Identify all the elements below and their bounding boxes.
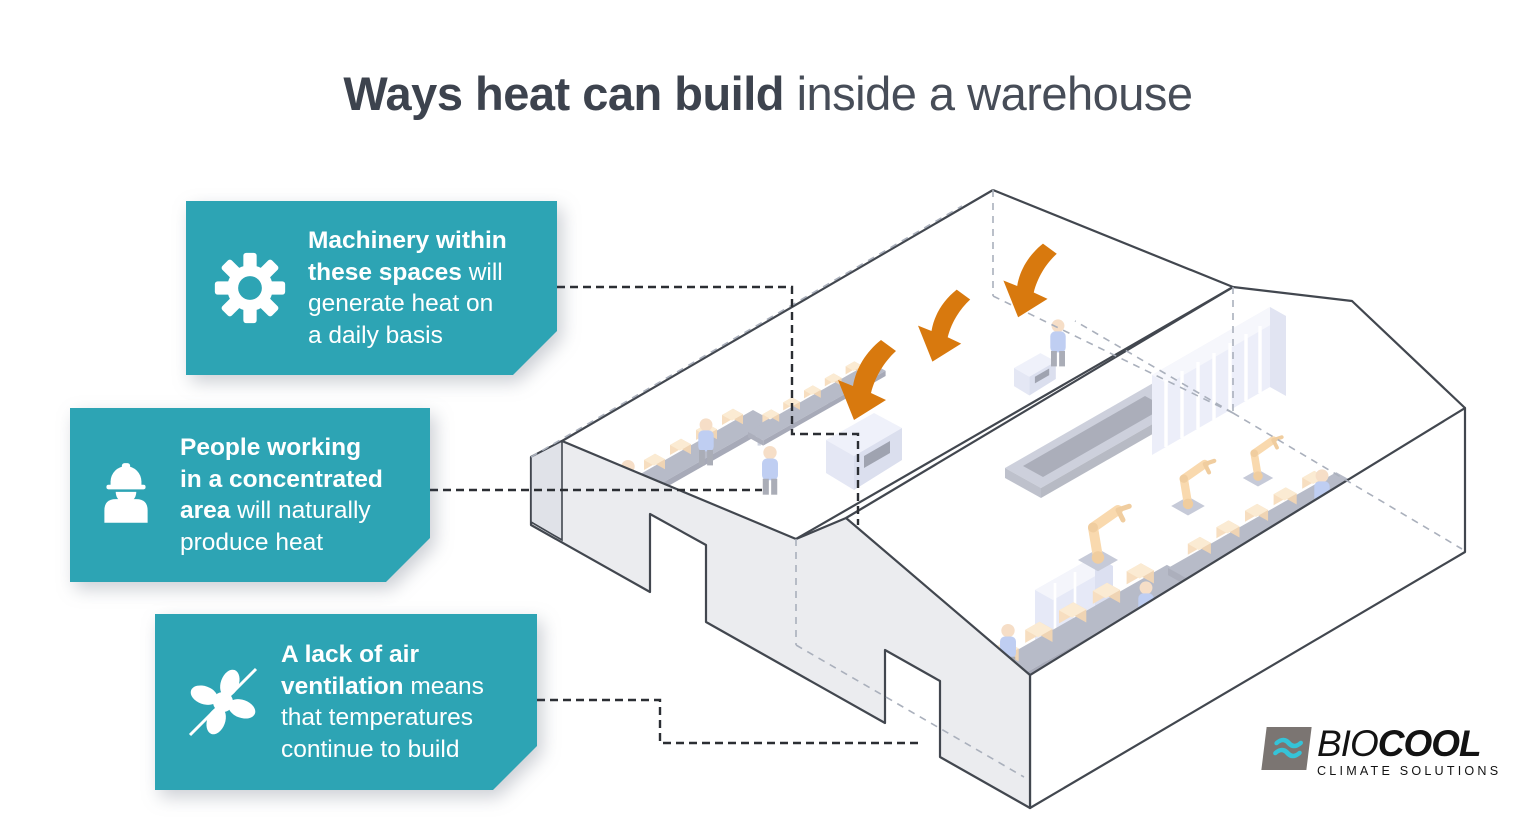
connector-machinery: [557, 285, 860, 525]
logo-brand-regular: BIO: [1317, 723, 1379, 764]
worker-icon: [88, 460, 164, 530]
fan-icon: [181, 660, 265, 744]
connector-ventilation: [537, 698, 918, 745]
gear-icon: [210, 250, 290, 326]
logo-tagline: CLIMATE SOLUTIONS: [1317, 764, 1502, 778]
biocool-logo: BIOCOOL CLIMATE SOLUTIONS: [1261, 725, 1502, 778]
logo-waves-icon: [1261, 727, 1312, 770]
title-emphasis: Ways heat can build: [343, 67, 785, 120]
title-rest: inside a warehouse: [784, 67, 1193, 120]
hidden-edges: [530, 190, 1463, 778]
heat-arrow-icon: [1003, 243, 1057, 318]
logo-brand: BIOCOOL: [1317, 725, 1482, 762]
heat-arrow-icon: [918, 289, 971, 362]
warehouse-front-wall: [529, 439, 1032, 810]
heat-arrows: [838, 243, 1057, 420]
page-title: Ways heat can build inside a warehouse: [0, 66, 1536, 121]
logo-brand-bold: COOL: [1377, 723, 1482, 764]
warehouse-left-eave-face: [530, 439, 563, 542]
